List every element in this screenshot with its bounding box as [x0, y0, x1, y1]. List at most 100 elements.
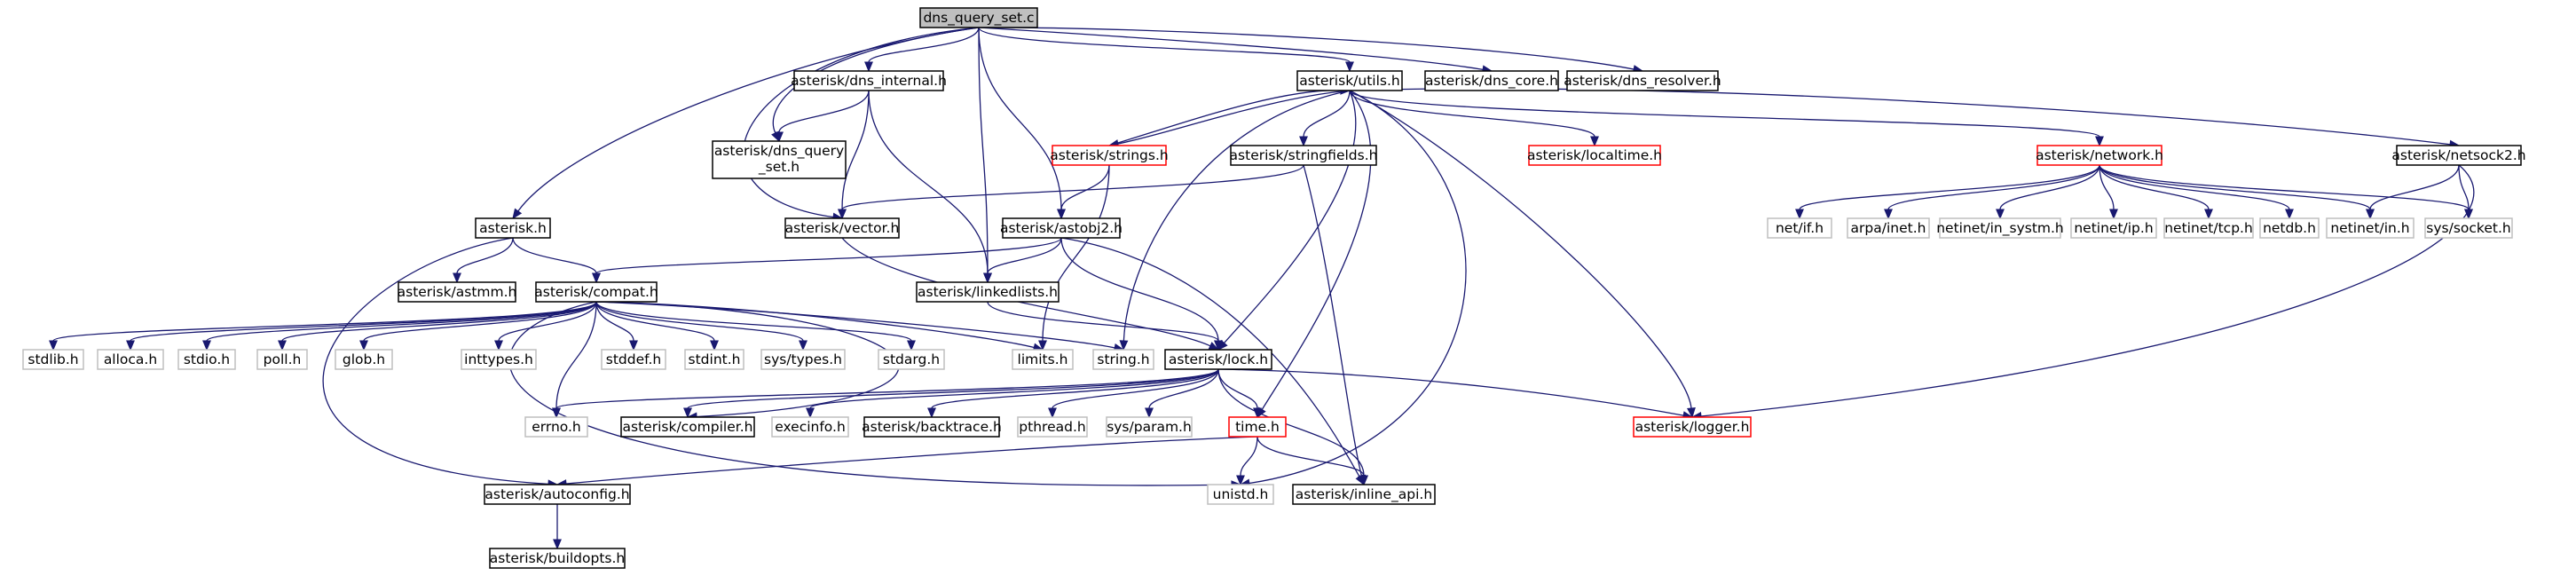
node-box[interactable] — [1106, 416, 1193, 438]
node-box[interactable] — [1939, 217, 2061, 239]
node-box[interactable] — [335, 349, 393, 370]
node-asterisk-netsock2-h[interactable]: asterisk/netsock2.h — [2391, 145, 2526, 166]
node-box[interactable] — [712, 140, 847, 179]
node-box[interactable] — [1566, 70, 1719, 91]
node-box[interactable] — [1207, 484, 1274, 505]
node-asterisk-backtrace-h[interactable]: asterisk/backtrace.h — [862, 416, 1002, 438]
node-box[interactable] — [760, 349, 846, 370]
node-asterisk-dns-internal-h[interactable]: asterisk/dns_internal.h — [791, 70, 947, 91]
node-alloca-h[interactable]: alloca.h — [97, 349, 164, 370]
node-string-h[interactable]: string.h — [1092, 349, 1154, 370]
node-netinet-in-h[interactable]: netinet/in.h — [2326, 217, 2415, 239]
node-box[interactable] — [1424, 70, 1559, 91]
node-stdint-h[interactable]: stdint.h — [684, 349, 744, 370]
node-box[interactable] — [771, 416, 849, 438]
node-asterisk-buildopts-h[interactable]: asterisk/buildopts.h — [489, 548, 626, 569]
node-box[interactable] — [1767, 217, 1832, 239]
node-netinet-in-systm-h[interactable]: netinet/in_systm.h — [1936, 217, 2064, 239]
node-asterisk-stringfields-h[interactable]: asterisk/stringfields.h — [1230, 145, 1378, 166]
node-netdb-h[interactable]: netdb.h — [2259, 217, 2320, 239]
node-sys-param-h[interactable]: sys/param.h — [1106, 416, 1193, 438]
node-stdlib-h[interactable]: stdlib.h — [22, 349, 84, 370]
node-box[interactable] — [22, 349, 84, 370]
node-asterisk-linkedlists-h[interactable]: asterisk/linkedlists.h — [916, 281, 1060, 303]
node-box[interactable] — [2326, 217, 2415, 239]
node-box[interactable] — [793, 70, 944, 91]
node-box[interactable] — [1528, 145, 1661, 166]
node-asterisk-autoconfig-h[interactable]: asterisk/autoconfig.h — [484, 484, 631, 505]
node-box[interactable] — [1002, 217, 1121, 239]
node-box[interactable] — [784, 217, 900, 239]
node-box[interactable] — [2163, 217, 2254, 239]
node-box[interactable] — [1017, 416, 1088, 438]
node-box[interactable] — [535, 281, 658, 303]
node-box[interactable] — [1092, 349, 1154, 370]
node-box[interactable] — [878, 349, 945, 370]
node-time-h[interactable]: time.h — [1228, 416, 1287, 438]
node-asterisk-dns-core-h[interactable]: asterisk/dns_core.h — [1424, 70, 1559, 91]
node-asterisk-astmm-h[interactable]: asterisk/astmm.h — [398, 281, 517, 303]
node-box[interactable] — [1164, 349, 1272, 370]
node-box[interactable] — [1296, 70, 1403, 91]
node-box[interactable] — [684, 349, 744, 370]
node-net-if-h[interactable]: net/if.h — [1767, 217, 1832, 239]
node-box[interactable] — [461, 349, 537, 370]
node-stdio-h[interactable]: stdio.h — [177, 349, 236, 370]
node-asterisk-strings-h[interactable]: asterisk/strings.h — [1050, 145, 1169, 166]
node-asterisk-localtime-h[interactable]: asterisk/localtime.h — [1527, 145, 1662, 166]
node-box[interactable] — [1230, 145, 1377, 166]
node-arpa-inet-h[interactable]: arpa/inet.h — [1847, 217, 1930, 239]
node-asterisk-vector-h[interactable]: asterisk/vector.h — [784, 217, 900, 239]
node-asterisk-dns-resolver-h[interactable]: asterisk/dns_resolver.h — [1564, 70, 1721, 91]
node-box[interactable] — [916, 281, 1060, 303]
node-box[interactable] — [1292, 484, 1436, 505]
node-box[interactable] — [1012, 349, 1074, 370]
node-box[interactable] — [1633, 416, 1752, 438]
node-box[interactable] — [2036, 145, 2162, 166]
node-box[interactable] — [1228, 416, 1287, 438]
node-box[interactable] — [2259, 217, 2320, 239]
node-asterisk-logger-h[interactable]: asterisk/logger.h — [1633, 416, 1752, 438]
node-asterisk-utils-h[interactable]: asterisk/utils.h — [1296, 70, 1403, 91]
node-box[interactable] — [2396, 145, 2522, 166]
node-box[interactable] — [524, 416, 588, 438]
node-asterisk-astobj2-h[interactable]: asterisk/astobj2.h — [1000, 217, 1123, 239]
node-asterisk-network-h[interactable]: asterisk/network.h — [2036, 145, 2163, 166]
node-asterisk-compiler-h[interactable]: asterisk/compiler.h — [620, 416, 755, 438]
node-box[interactable] — [398, 281, 516, 303]
node-poll-h[interactable]: poll.h — [256, 349, 308, 370]
node-box[interactable] — [1847, 217, 1930, 239]
node-box[interactable] — [919, 7, 1038, 28]
node-asterisk-inline-api-h[interactable]: asterisk/inline_api.h — [1292, 484, 1436, 505]
node-box[interactable] — [863, 416, 1000, 438]
node-glob-h[interactable]: glob.h — [335, 349, 393, 370]
node-asterisk-lock-h[interactable]: asterisk/lock.h — [1164, 349, 1272, 370]
node-asterisk-dns-query-set-h[interactable]: asterisk/dns_query_set.h — [712, 140, 847, 179]
node-box[interactable] — [484, 484, 631, 505]
node-box[interactable] — [97, 349, 164, 370]
node-box[interactable] — [475, 217, 551, 239]
node-dns-query-set-c[interactable]: dns_query_set.c — [919, 7, 1038, 28]
node-netinet-ip-h[interactable]: netinet/ip.h — [2070, 217, 2157, 239]
node-stddef-h[interactable]: stddef.h — [601, 349, 666, 370]
node-limits-h[interactable]: limits.h — [1012, 349, 1074, 370]
node-box[interactable] — [2424, 217, 2513, 239]
node-unistd-h[interactable]: unistd.h — [1207, 484, 1274, 505]
node-inttypes-h[interactable]: inttypes.h — [461, 349, 537, 370]
node-sys-types-h[interactable]: sys/types.h — [760, 349, 846, 370]
node-box[interactable] — [2070, 217, 2157, 239]
node-execinfo-h[interactable]: execinfo.h — [771, 416, 849, 438]
node-box[interactable] — [489, 548, 626, 569]
node-netinet-tcp-h[interactable]: netinet/tcp.h — [2163, 217, 2254, 239]
node-pthread-h[interactable]: pthread.h — [1017, 416, 1088, 438]
node-errno-h[interactable]: errno.h — [524, 416, 588, 438]
node-sys-socket-h[interactable]: sys/socket.h — [2424, 217, 2513, 239]
node-asterisk-compat-h[interactable]: asterisk/compat.h — [534, 281, 658, 303]
node-asterisk-h[interactable]: asterisk.h — [475, 217, 551, 239]
node-box[interactable] — [1052, 145, 1167, 166]
node-box[interactable] — [177, 349, 236, 370]
node-box[interactable] — [256, 349, 308, 370]
node-stdarg-h[interactable]: stdarg.h — [878, 349, 945, 370]
node-box[interactable] — [601, 349, 666, 370]
node-box[interactable] — [620, 416, 755, 438]
